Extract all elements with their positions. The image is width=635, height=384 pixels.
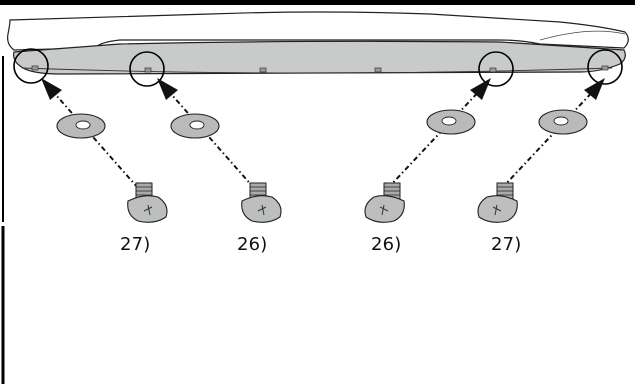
washer-2 [170,113,220,139]
guide-line-1 [47,85,139,189]
spoiler-panel-lower-lip [21,67,613,74]
top-frame-bar [0,0,635,5]
guide-line-3 [387,85,485,189]
mount-highlight-4 [587,49,623,85]
label-screw-2: 26) [237,234,268,255]
spoiler-inner-edge [539,30,626,41]
panel-boss-2 [144,67,152,73]
arrow-head-1 [41,78,62,100]
screw-1 [127,182,168,223]
panel-boss-4 [374,67,382,73]
mount-highlight-3 [478,51,514,87]
arrow-head-2 [157,78,178,100]
mount-highlight-2 [129,51,165,87]
label-screw-1: 27) [120,234,151,255]
label-screw-4: 27) [491,234,522,255]
arrow-heads [41,78,605,100]
washer-3 [426,109,476,135]
mount-highlight-1 [13,48,49,84]
washer-4 [538,109,588,135]
screw-2 [241,182,282,223]
arrow-head-4 [584,78,605,100]
panel-boss-6 [601,65,609,71]
arrow-head-3 [470,78,491,100]
panel-boss-1 [31,65,39,71]
guide-line-4 [501,85,599,189]
spoiler-panel [13,40,626,75]
washer-1 [56,113,106,139]
label-screw-3: 26) [371,234,402,255]
guide-lines [47,85,599,189]
screw-4 [477,182,518,223]
panel-boss-3 [259,67,267,73]
mount-highlights [13,48,623,87]
screw-3 [364,182,405,223]
panel-boss-5 [489,67,497,73]
panel-bosses [31,65,609,73]
guide-line-2 [163,85,255,189]
